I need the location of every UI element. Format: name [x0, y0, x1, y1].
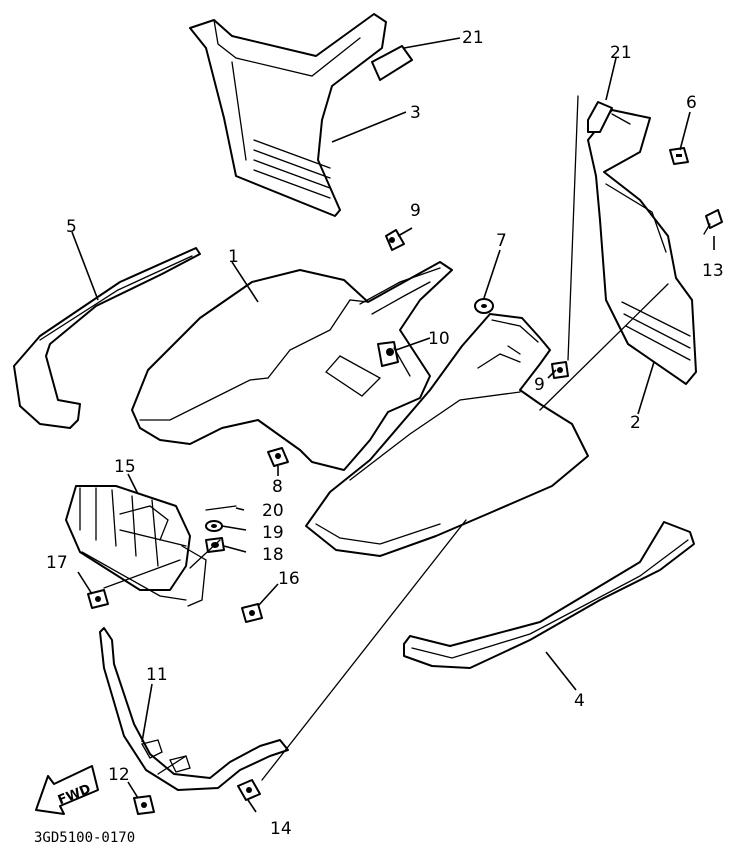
part-14-nut[interactable]	[237, 779, 261, 801]
callout-3: 3	[410, 103, 421, 123]
callout-5: 5	[66, 217, 77, 237]
callout-2: 2	[630, 413, 641, 433]
diagram-code: 3GD5100-0170	[34, 830, 135, 846]
callout-17: 17	[46, 553, 68, 573]
callout-7: 7	[496, 231, 507, 251]
callout-18: 18	[262, 545, 284, 565]
callout-10: 10	[428, 329, 450, 349]
callout-21-right: 21	[610, 43, 632, 63]
part-16-bolt[interactable]	[241, 603, 263, 623]
callout-8: 8	[272, 477, 283, 497]
part-8-bolt[interactable]	[267, 447, 289, 467]
callout-15: 15	[114, 457, 136, 477]
part-15-front-rack[interactable]	[65, 485, 207, 607]
part-9-upper-bolt[interactable]	[385, 229, 405, 251]
part-19-washer[interactable]	[205, 520, 223, 532]
callout-11: 11	[146, 665, 168, 685]
part-4-right-trim[interactable]	[403, 521, 695, 669]
part-13-bolt[interactable]	[703, 209, 723, 235]
callout-20: 20	[262, 501, 284, 521]
forward-arrow-icon: FWD	[35, 765, 99, 815]
callout-16: 16	[278, 569, 300, 589]
part-5-left-trim[interactable]	[13, 247, 201, 429]
part-3-left-side-cover[interactable]	[189, 13, 387, 217]
callout-9-upper: 9	[410, 201, 421, 221]
part-7-grommet[interactable]	[474, 298, 494, 314]
callout-1: 1	[228, 247, 239, 267]
part-21-right-reflector[interactable]	[587, 101, 613, 133]
part-20-screw[interactable]	[205, 505, 237, 511]
part-2-right-side-cover[interactable]	[587, 109, 697, 385]
part-11-support-bracket[interactable]	[99, 627, 289, 791]
part-9-lower-bolt[interactable]	[551, 361, 569, 379]
callout-12: 12	[108, 765, 130, 785]
part-17-bolt[interactable]	[87, 589, 109, 609]
leader-lines	[71, 37, 715, 813]
callout-14: 14	[270, 819, 292, 839]
callout-6: 6	[686, 93, 697, 113]
part-front-body-nose[interactable]	[305, 313, 589, 557]
callout-4: 4	[574, 691, 585, 711]
callout-13: 13	[702, 261, 724, 281]
callout-19: 19	[262, 523, 284, 543]
part-1-front-fender[interactable]	[131, 261, 453, 471]
part-21-left-reflector[interactable]	[371, 45, 413, 81]
callout-21-left: 21	[462, 28, 484, 48]
part-10-fastener[interactable]	[377, 341, 399, 367]
assembly-lines	[103, 95, 669, 781]
callout-9-lower: 9	[534, 375, 545, 395]
part-6-bolt[interactable]	[669, 147, 689, 165]
part-12-bolt[interactable]	[133, 795, 155, 815]
